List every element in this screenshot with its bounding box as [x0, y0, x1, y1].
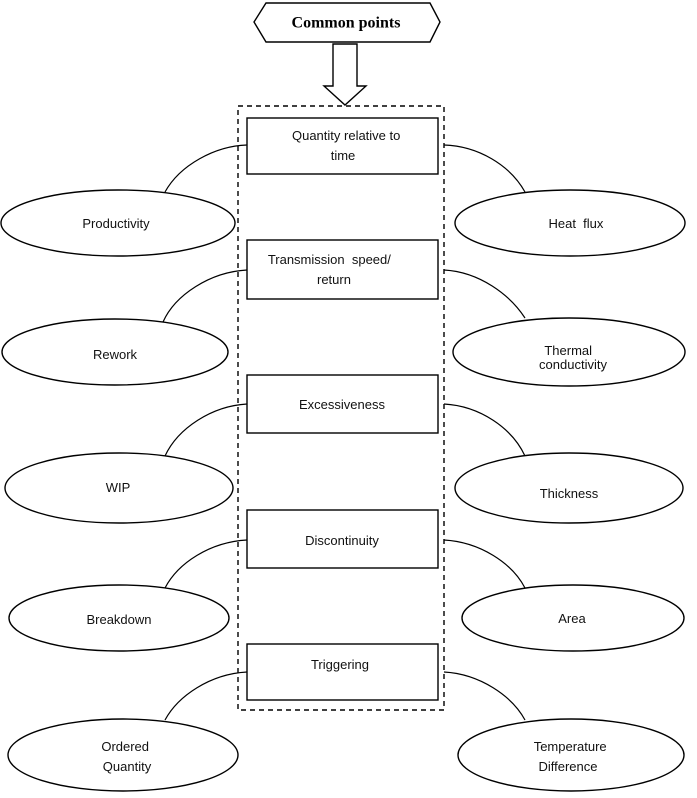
- left-connector: [162, 269, 248, 323]
- left-ellipse-label: Breakdown: [86, 612, 151, 627]
- right-ellipse: [454, 452, 684, 524]
- right-ellipse-label: Heat flux: [0, 0, 621, 231]
- diagram-row: Discontinuity Breakdown Area: [8, 509, 685, 652]
- right-connector: [443, 144, 526, 193]
- diagram-row: Quantity relative to time Productivity H…: [0, 0, 686, 257]
- center-box-label: Discontinuity: [305, 533, 379, 548]
- left-ellipse-label: Ordered Quantity: [101, 739, 152, 774]
- diagram-row: Excessiveness WIP Thickness: [4, 374, 684, 524]
- left-connector: [164, 539, 248, 589]
- center-box-label: Triggering: [311, 657, 369, 672]
- center-box: [246, 509, 439, 569]
- right-connector: [443, 403, 526, 457]
- left-ellipse: [8, 584, 230, 652]
- right-connector: [443, 539, 526, 589]
- down-arrow: [322, 43, 368, 106]
- center-box-label: Excessiveness: [299, 397, 385, 412]
- header-node: Common points: [253, 2, 441, 43]
- left-ellipse-label: WIP: [106, 480, 131, 495]
- right-ellipse-label: Thickness: [540, 486, 599, 501]
- left-ellipse-label: Rework: [93, 347, 138, 362]
- right-ellipse: [454, 189, 686, 257]
- right-ellipse-label: Thermal conductivity: [539, 343, 607, 372]
- dashed-container: [237, 105, 445, 711]
- left-ellipse: [7, 718, 239, 792]
- left-ellipse-label: Productivity: [82, 216, 150, 231]
- left-ellipse: [1, 318, 229, 386]
- center-box-label: Transmission speed/ return: [0, 0, 416, 287]
- left-ellipse: [4, 452, 234, 524]
- right-ellipse: [457, 718, 685, 792]
- left-connector: [164, 403, 248, 457]
- right-ellipse-label: Area: [558, 611, 586, 626]
- right-ellipse: [452, 317, 686, 387]
- center-box: [246, 239, 439, 300]
- left-connector: [164, 144, 248, 193]
- header-title: Common points: [292, 15, 401, 32]
- diagram-row: Transmission speed/ return Rework Therma…: [0, 0, 686, 387]
- left-connector: [164, 671, 248, 721]
- right-connector: [443, 671, 526, 721]
- center-box: [246, 374, 439, 434]
- diagram-row: Triggering Ordered Quantity Temperature …: [7, 643, 685, 792]
- center-box-label: Quantity relative to time: [292, 128, 404, 163]
- center-box: [246, 643, 439, 701]
- left-ellipse: [0, 189, 236, 257]
- center-box: [246, 117, 439, 175]
- right-ellipse-label: Temperature Difference: [534, 739, 611, 774]
- right-connector: [443, 269, 526, 319]
- right-ellipse: [461, 584, 685, 652]
